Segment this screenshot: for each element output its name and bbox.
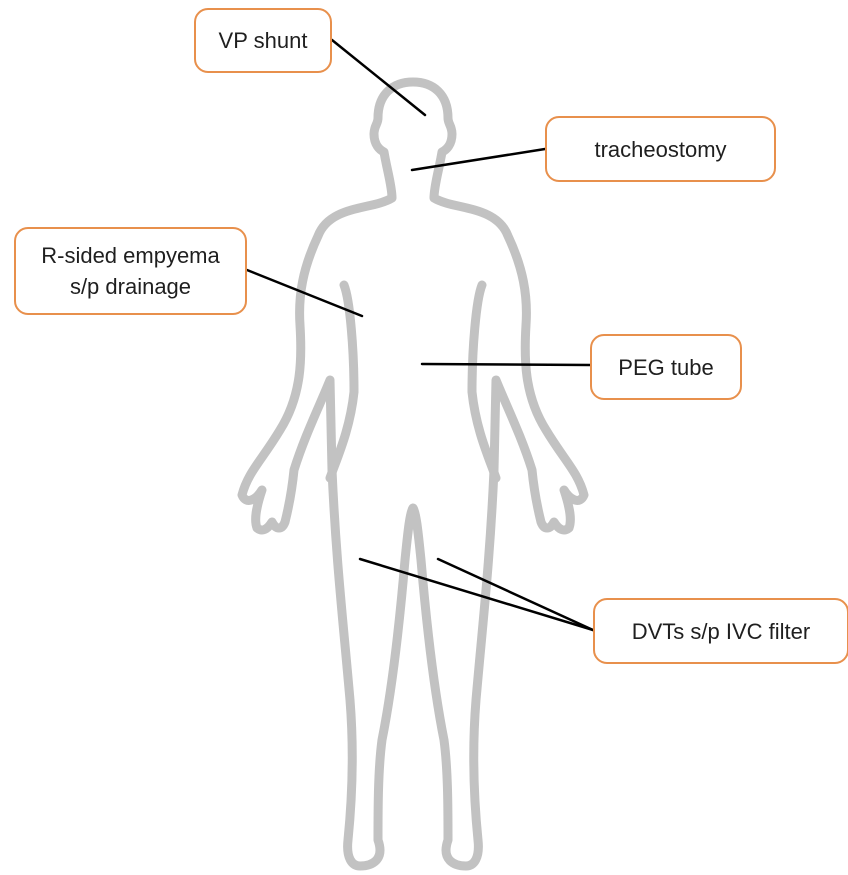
peg-tube-callout: PEG tube: [590, 334, 742, 400]
leader-line-tracheostomy: [412, 149, 545, 170]
vp-shunt-callout: VP shunt: [194, 8, 332, 73]
dvt-callout: DVTs s/p IVC filter: [593, 598, 848, 664]
tracheostomy-callout: tracheostomy: [545, 116, 776, 182]
leader-line-dvt-left: [438, 559, 593, 630]
leader-line-peg-tube: [422, 364, 590, 365]
human-body-outline-icon: [242, 82, 584, 866]
empyema-callout: R-sided empyema s/p drainage: [14, 227, 247, 315]
